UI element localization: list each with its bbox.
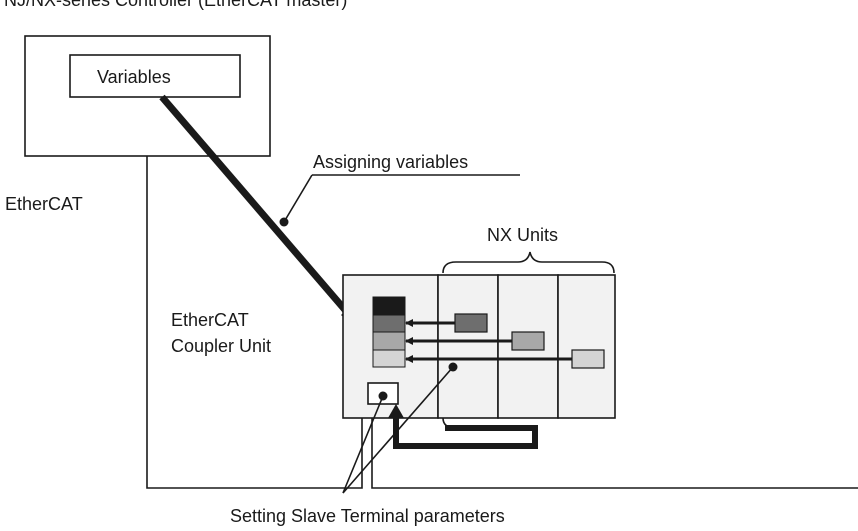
nx-unit-2-data-block [511,331,545,351]
coupler-block-light [372,349,406,368]
assign-variables-arrow [159,94,355,321]
coupler-block-dark [372,314,406,333]
variables-label: Variables [97,67,171,87]
coupler-block-mid [372,331,406,351]
ethercat-cable-right [371,415,858,489]
nx-unit-3 [557,274,616,419]
ethercat-label: EtherCAT [5,194,83,214]
nx-unit-3-data-block [571,349,605,369]
parameter-setting-arrow [393,412,538,449]
parameter-leader-coupler [342,395,384,494]
nx-unit-1 [437,274,499,419]
assigning-variables-label: Assigning variables [313,152,468,172]
nx-units-bottom-brace [442,417,457,429]
assigning-variables-dot [279,217,289,227]
parameter-leader-nx [342,366,454,494]
nx-units-label: NX Units [487,225,558,245]
coupler-label-line1: EtherCAT [171,310,249,330]
setting-parameters-label: Setting Slave Terminal parameters [230,506,505,526]
variables-box [69,54,241,98]
parameter-setting-arrowhead [388,404,404,418]
coupler-block-black [372,296,406,316]
nx-units-brace [442,251,615,274]
nx-unit-1-data-block [454,313,488,333]
header-partial-text: NJ/NX-series Controller (EtherCAT master… [4,0,347,10]
ethercat-cable-left [146,156,363,489]
coupler-label-line2: Coupler Unit [171,336,271,356]
assigning-variables-leader [283,174,313,223]
